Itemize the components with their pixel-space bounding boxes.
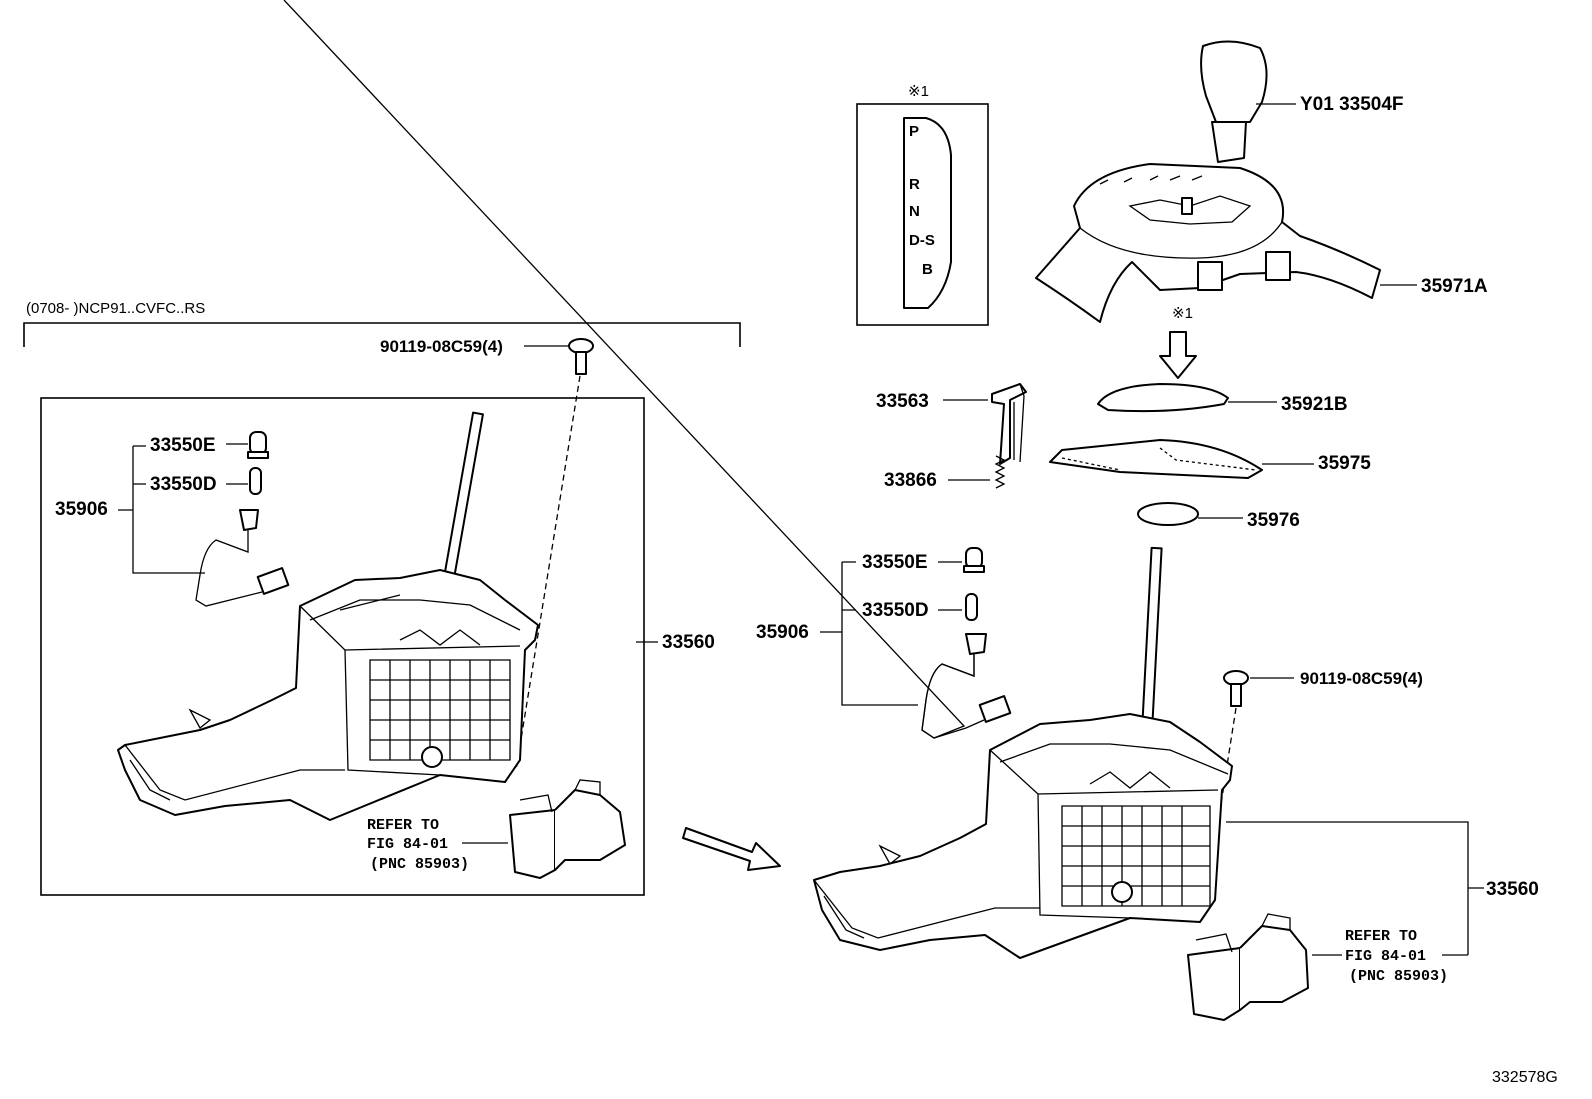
gate-letter-r: R <box>909 176 920 193</box>
gate-letter-ds: D-S <box>909 232 935 249</box>
right-bulb-d-icon <box>965 593 978 621</box>
gate-plate-detail-box <box>856 103 989 326</box>
left-bulb-d-label[interactable]: 33550D <box>150 474 217 495</box>
right-screw-icon <box>1223 670 1249 707</box>
knob-label[interactable]: Y01 33504F <box>1300 94 1404 115</box>
spring-label[interactable]: 33866 <box>884 470 937 491</box>
bezel-icon <box>1035 163 1381 323</box>
gate-plate-icon <box>903 117 952 309</box>
left-shift-lever-assembly-icon <box>117 411 539 821</box>
left-screw-label[interactable]: 90119-08C59(4) <box>380 337 503 356</box>
bezel-label[interactable]: 35971A <box>1421 276 1488 297</box>
transition-arrow-icon <box>682 827 781 871</box>
down-arrow-icon <box>1159 331 1197 379</box>
right-shift-lever-assembly-icon <box>813 546 1233 959</box>
plate-icon <box>1097 383 1229 413</box>
left-refer-line3: (PNC 85903) <box>370 856 469 873</box>
slide-cover-label[interactable]: 35975 <box>1318 453 1371 474</box>
right-socket-assy-label[interactable]: 35906 <box>756 622 809 643</box>
slide-cover-icon <box>1049 439 1263 479</box>
right-bulb-e-label[interactable]: 33550E <box>862 552 928 573</box>
gate-letter-n: N <box>909 203 920 220</box>
right-connector-icon <box>1187 913 1309 1021</box>
right-shift-assy-label[interactable]: 33560 <box>1486 879 1539 900</box>
plate-label[interactable]: 35921B <box>1281 394 1348 415</box>
left-variant-box <box>40 397 645 896</box>
left-socket-harness-icon <box>195 509 290 607</box>
left-socket-assy-label[interactable]: 35906 <box>55 499 108 520</box>
gate-letter-b: B <box>922 261 933 278</box>
scope-label: (0708- )NCP91..CVFC..RS <box>26 300 205 317</box>
small-cover-label[interactable]: 35976 <box>1247 510 1300 531</box>
shift-knob-icon <box>1200 40 1268 163</box>
lever-pin-label[interactable]: 33563 <box>876 391 929 412</box>
left-screw-icon <box>568 338 594 375</box>
spring-icon <box>994 455 1006 489</box>
right-refer-line2: FIG 84-01 <box>1345 948 1426 965</box>
right-refer-line1: REFER TO <box>1345 928 1417 945</box>
right-socket-harness-icon <box>283 0 1012 739</box>
right-bulb-e-icon <box>963 547 985 573</box>
left-refer-line1: REFER TO <box>367 817 439 834</box>
right-bulb-d-label[interactable]: 33550D <box>862 600 929 621</box>
scope-bracket <box>23 322 741 347</box>
arrow-note: ※1 <box>1172 305 1193 322</box>
left-bulb-e-icon <box>247 431 269 459</box>
lever-pin-icon <box>991 383 1027 465</box>
left-bulb-e-label[interactable]: 33550E <box>150 435 216 456</box>
gate-letter-p: P <box>909 123 919 140</box>
right-screw-label[interactable]: 90119-08C59(4) <box>1300 669 1423 688</box>
left-shift-assy-label[interactable]: 33560 <box>662 632 715 653</box>
right-refer-line3: (PNC 85903) <box>1349 968 1448 985</box>
gate-box-note: ※1 <box>908 83 929 100</box>
left-refer-line2: FIG 84-01 <box>367 836 448 853</box>
left-bulb-d-icon <box>249 467 262 495</box>
figure-code: 332578G <box>1492 1069 1558 1086</box>
small-cover-icon <box>1137 502 1199 526</box>
left-connector-icon <box>509 779 626 879</box>
